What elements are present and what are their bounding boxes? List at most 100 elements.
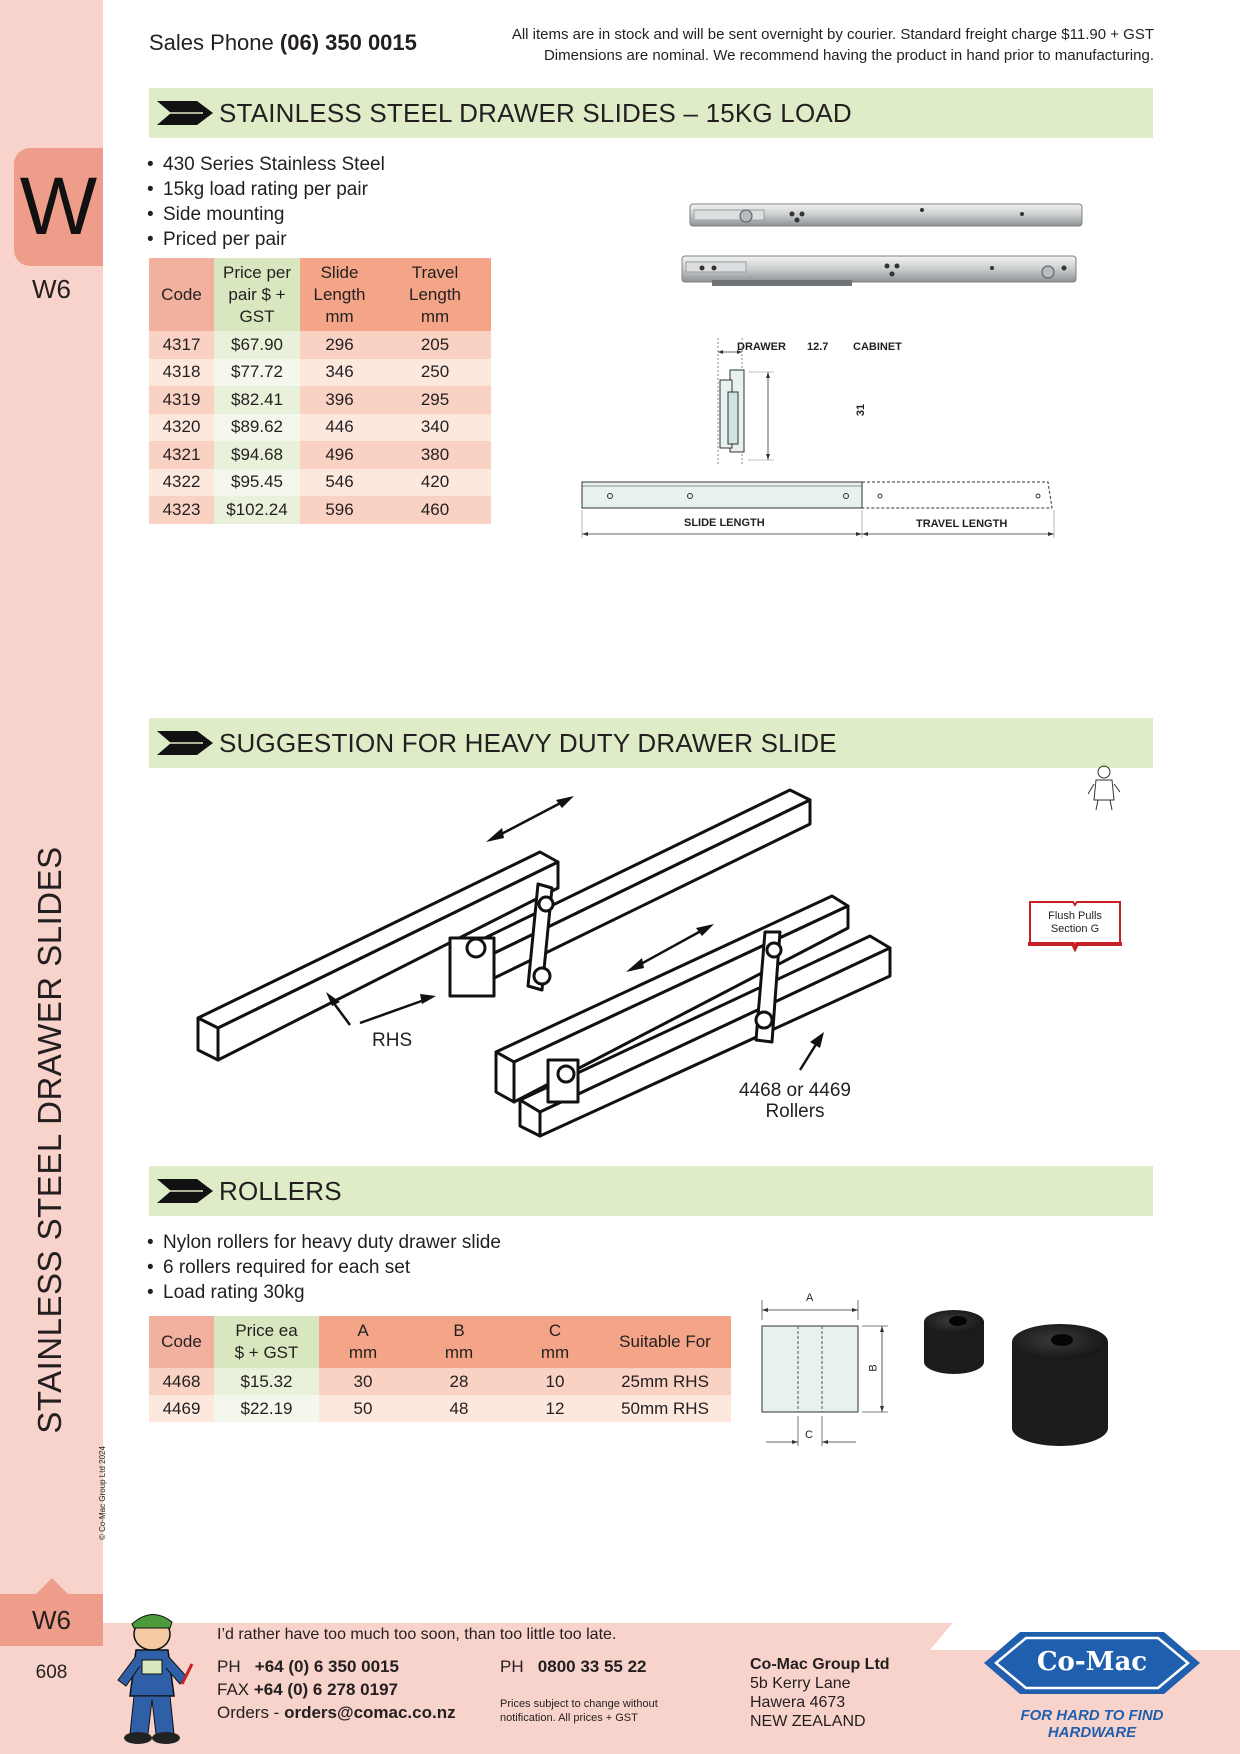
dim-b-label: B [867,1364,880,1372]
column-header: Code [149,258,214,331]
table-cell: 4323 [149,496,214,524]
list-item: Side mounting [147,202,385,227]
section-bar-drawer-slides: STAINLESS STEEL DRAWER SLIDES – 15KG LOA… [149,88,1153,138]
table-cell: 4321 [149,441,214,469]
table-cell: 420 [379,468,491,496]
flush-pulls-reference[interactable]: Flush Pulls Section G [1026,896,1124,952]
dim-height-label: 31 [855,403,868,417]
footer-contact: PH +64 (0) 6 350 0015 FAX +64 (0) 6 278 … [217,1655,456,1724]
sidebar-rail [0,0,103,1754]
heavy-duty-slide-diagram [196,788,892,1138]
orders-label: Orders - [217,1703,280,1722]
copyright: © Co-Mac Group Ltd 2024 [98,1446,107,1540]
address-line: Hawera 4673 [750,1694,846,1711]
table-cell: 296 [300,331,379,359]
table-cell: 250 [379,358,491,386]
ph2-number[interactable]: 0800 33 55 22 [537,1657,647,1676]
table-cell: 546 [300,468,379,496]
ph-number[interactable]: +64 (0) 6 350 0015 [254,1657,399,1676]
header-note: All items are in stock and will be sent … [440,24,1154,66]
column-header: Suitable For [599,1316,731,1368]
table-cell: 496 [300,441,379,469]
column-header: Travel Length mm [379,258,491,331]
footer-address: Co-Mac Group Ltd 5b Kerry Lane Hawera 46… [750,1655,890,1731]
flush-pulls-text: Flush Pulls Section G [1026,910,1124,936]
drawer-label: DRAWER [737,341,786,353]
disclaimer-line: notification. All prices + GST [500,1712,638,1724]
header-note-line: Dimensions are nominal. We recommend hav… [543,47,1154,64]
section-title: STAINLESS STEEL DRAWER SLIDES – 15KG LOA… [219,98,852,128]
table-cell: $82.41 [214,386,300,414]
flush-pulls-line: Flush Pulls [1048,910,1102,922]
dim-width-label: 12.7 [807,341,829,353]
table-cell: 446 [300,413,379,441]
address-line: NEW ZEALAND [750,1713,866,1730]
table-cell: 4318 [149,358,214,386]
column-header: Price per pair $ + GST [214,258,300,331]
orders-email[interactable]: orders@comac.co.nz [284,1703,456,1722]
roller-photos [924,1310,1108,1446]
table-cell: 50mm RHS [599,1395,731,1422]
section-code-bottom: W6 [32,1605,71,1635]
table-cell: 205 [379,331,491,359]
list-item: Nylon rollers for heavy duty drawer slid… [147,1230,501,1255]
arrow-icon [157,101,213,125]
cabinet-label: CABINET [853,341,902,353]
table-cell: 460 [379,496,491,524]
flush-pulls-line: Section G [1050,923,1100,935]
table-cell: 346 [300,358,379,386]
table-cell: 295 [379,386,491,414]
section-code-top: W6 [32,274,71,304]
table-cell: $94.68 [214,441,300,469]
list-item: Load rating 30kg [147,1280,501,1305]
fax-number[interactable]: +64 (0) 6 278 0197 [253,1680,399,1699]
table-cell: $67.90 [214,331,300,359]
ph2-label: PH [500,1657,524,1676]
list-item: 15kg load rating per pair [147,177,385,202]
fax-label: FAX [217,1680,250,1699]
dim-c-label: C [805,1429,813,1441]
logo-text: Co-Mac [1036,1647,1148,1677]
list-item: 6 rollers required for each set [147,1255,501,1280]
footer-disclaimer: Prices subject to change without notific… [500,1697,658,1725]
drawer-slides-photo [681,203,1083,286]
table-cell: 4317 [149,331,214,359]
table-cell: $15.32 [214,1368,319,1395]
table-cell: $102.24 [214,496,300,524]
section-code-pointer [36,1578,68,1594]
rollers-price-table: Code Price ea $ + GST A mm B mm C mm Sui… [149,1316,731,1422]
dim-a-label: A [806,1292,814,1304]
rollers-callout-line: Rollers [765,1101,825,1122]
slide-length-label: SLIDE LENGTH [684,517,765,529]
table-cell: 48 [407,1395,511,1422]
table-cell: $95.45 [214,468,300,496]
arrow-icon [157,731,213,755]
comac-logo [984,1632,1200,1694]
column-header: B mm [407,1316,511,1368]
disclaimer-line: Prices subject to change without [500,1698,658,1710]
page-number: 608 [35,1662,68,1683]
column-header: Code [149,1316,214,1368]
mascot-icon [117,1614,194,1744]
sales-phone: Sales Phone (06) 350 0015 [149,30,417,56]
logo-tagline: FOR HARD TO FIND HARDWARE [1020,1707,1164,1741]
list-item: 430 Series Stainless Steel [147,152,385,177]
section-bar-rollers: ROLLERS [149,1166,1153,1216]
section-title: ROLLERS [219,1176,342,1206]
section-title: SUGGESTION FOR HEAVY DUTY DRAWER SLIDE [219,728,837,758]
table-cell: 396 [300,386,379,414]
table-cell: 596 [300,496,379,524]
rhs-label: RHS [372,1030,413,1051]
table-cell: $89.62 [214,413,300,441]
table-cell: $22.19 [214,1395,319,1422]
roller-dimension-diagram [761,1300,888,1446]
list-item: Priced per pair [147,227,385,252]
